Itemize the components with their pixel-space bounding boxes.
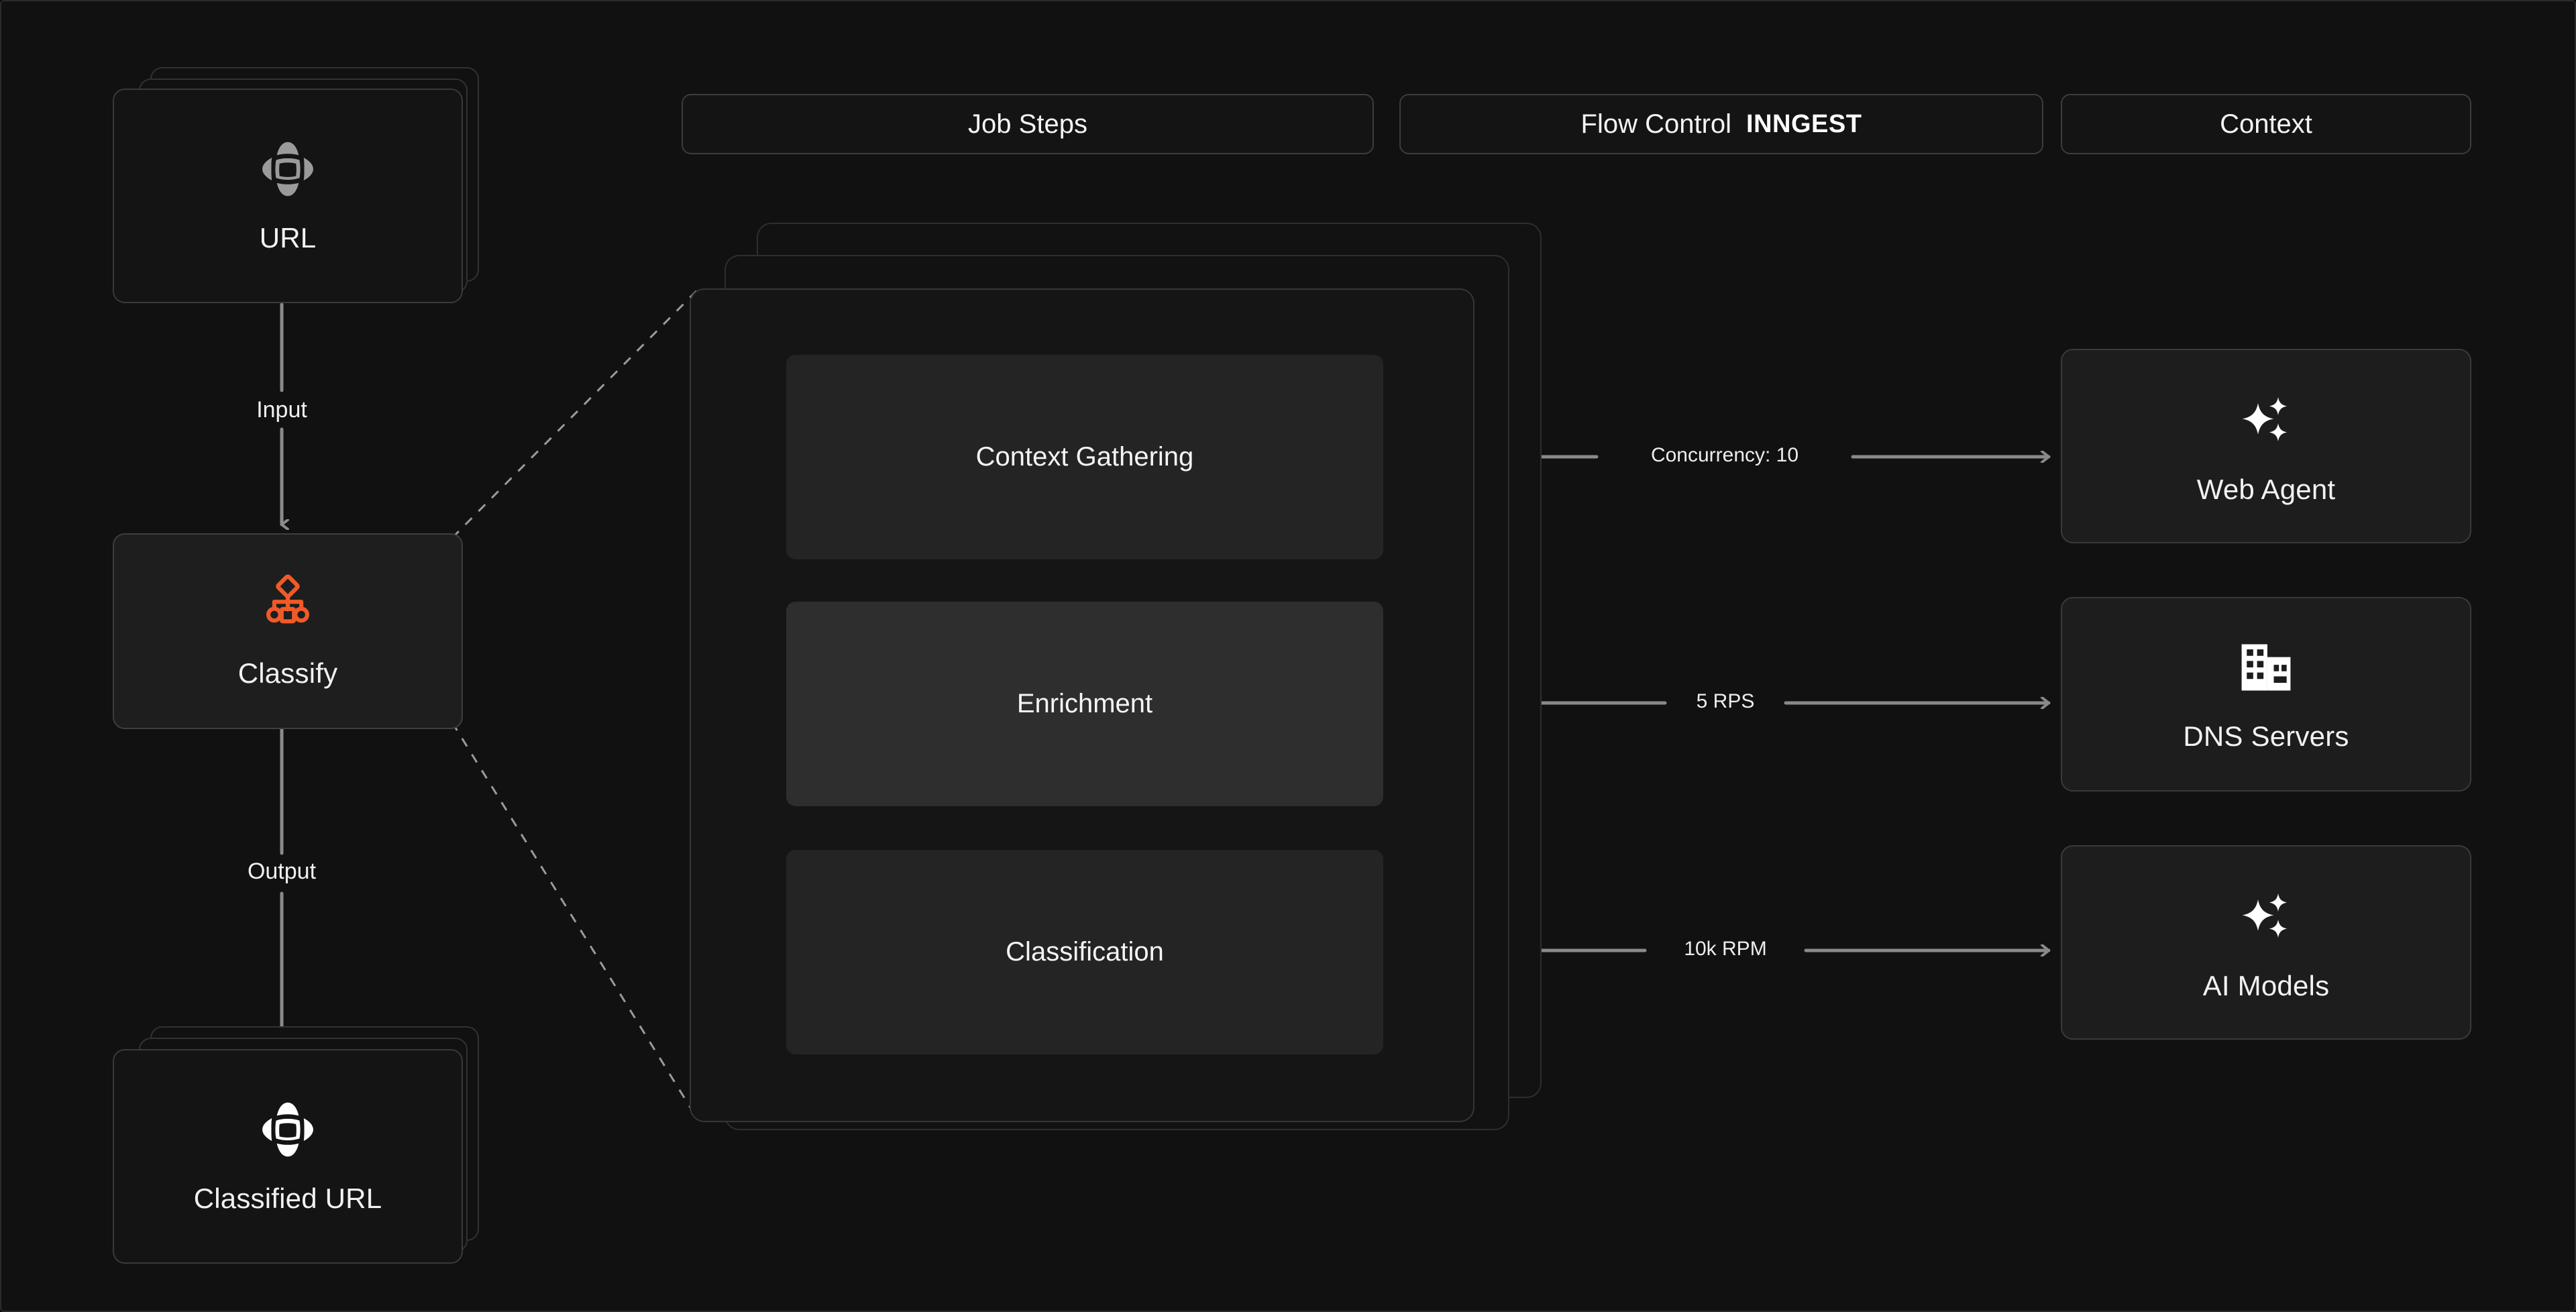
node-dns-servers-label: DNS Servers: [2183, 720, 2349, 752]
tab-job-steps[interactable]: Job Steps: [682, 94, 1374, 154]
tab-flow-control-label: Flow Control: [1580, 109, 1732, 139]
globe-icon: [257, 1099, 319, 1164]
workflow-classify-icon: [257, 573, 319, 639]
edge-label-web-agent: Concurrency: 10: [1650, 444, 1799, 466]
edge-label-ai-models: 10k RPM: [1684, 938, 1767, 960]
step-context-gathering[interactable]: Context Gathering: [786, 355, 1383, 559]
node-classify[interactable]: Classify: [113, 533, 463, 729]
node-url[interactable]: URL: [113, 89, 463, 303]
node-web-agent-label: Web Agent: [2196, 473, 2336, 505]
inngest-logo-text: INNGEST: [1746, 109, 1862, 138]
building-icon: [2235, 637, 2297, 702]
edge-label-dns-servers: 5 RPS: [1696, 690, 1755, 712]
tab-context-label: Context: [2220, 109, 2312, 139]
globe-icon: [257, 138, 319, 203]
step-enrichment[interactable]: Enrichment: [786, 602, 1383, 806]
node-dns-servers[interactable]: DNS Servers: [2061, 597, 2471, 791]
node-web-agent[interactable]: Web Agent: [2061, 349, 2471, 543]
node-ai-models[interactable]: AI Models: [2061, 845, 2471, 1040]
node-ai-models-label: AI Models: [2202, 969, 2330, 1001]
expansion-line-top: [451, 287, 700, 539]
step-classification[interactable]: Classification: [786, 850, 1383, 1054]
tab-context[interactable]: Context: [2061, 94, 2471, 154]
connector-label-output: Output: [247, 859, 317, 884]
tab-flow-control[interactable]: Flow Control INNGEST: [1399, 94, 2043, 154]
sparkles-icon: [2234, 883, 2298, 951]
node-classify-label: Classify: [237, 657, 338, 689]
node-classified-url-label: Classified URL: [193, 1182, 382, 1214]
sparkles-icon: [2234, 387, 2298, 455]
node-classified-url[interactable]: Classified URL: [113, 1049, 463, 1264]
connector-label-input: Input: [256, 397, 307, 423]
step-context-gathering-label: Context Gathering: [975, 442, 1194, 472]
node-url-label: URL: [259, 221, 317, 254]
tab-job-steps-label: Job Steps: [968, 109, 1087, 139]
expansion-line-bottom: [451, 722, 700, 1122]
step-enrichment-label: Enrichment: [1016, 689, 1153, 718]
step-classification-label: Classification: [1006, 937, 1164, 967]
